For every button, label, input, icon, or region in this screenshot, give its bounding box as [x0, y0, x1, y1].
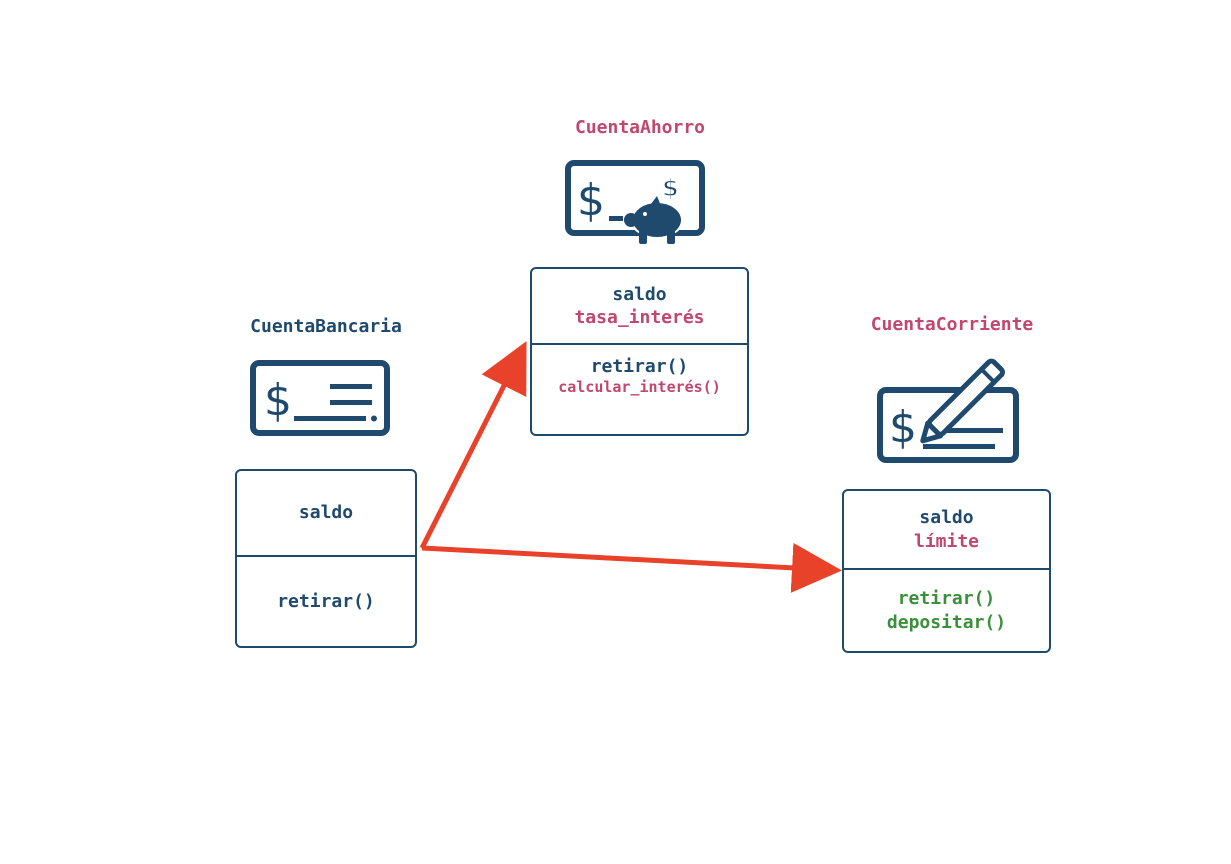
method-retirar: retirar() — [277, 590, 375, 612]
attribute-saldo: saldo — [919, 507, 974, 529]
svg-text:$: $ — [662, 174, 679, 202]
svg-text:$: $ — [889, 402, 917, 453]
svg-text:$: $ — [577, 175, 605, 226]
class-box-cuenta-corriente: saldo límite retirar() depositar() — [842, 489, 1051, 653]
attributes-section: saldo tasa_interés — [532, 269, 747, 343]
check-piggy-bank-icon: $ $ — [565, 160, 705, 244]
attributes-section: saldo límite — [844, 491, 1049, 568]
check-dollar-lines-icon: $ — [250, 360, 390, 436]
class-name-cuenta-corriente: CuentaCorriente — [870, 314, 1034, 335]
class-name-cuenta-ahorro: CuentaAhorro — [574, 117, 706, 138]
methods-section: retirar() depositar() — [844, 568, 1049, 651]
class-box-cuenta-ahorro: saldo tasa_interés retirar() calcular_in… — [530, 267, 749, 436]
attribute-limite: límite — [913, 530, 980, 552]
method-depositar: depositar() — [886, 611, 1007, 633]
arrow-bancaria-to-ahorro — [419, 341, 527, 550]
attributes-section: saldo — [237, 471, 415, 555]
method-retirar: retirar() — [590, 356, 689, 377]
method-calcular-interes: calcular_interés() — [558, 378, 721, 397]
class-box-cuenta-bancaria: saldo retirar() — [235, 469, 417, 648]
method-retirar: retirar() — [897, 588, 996, 610]
class-name-cuenta-bancaria: CuentaBancaria — [250, 316, 402, 337]
check-pen-icon: $ — [877, 358, 1019, 463]
attribute-saldo: saldo — [612, 283, 667, 305]
attribute-tasa-interes: tasa_interés — [574, 307, 705, 328]
arrow-bancaria-to-corriente — [421, 542, 842, 593]
methods-section: retirar() calcular_interés() — [532, 343, 747, 434]
svg-text:$: $ — [264, 375, 292, 426]
methods-section: retirar() — [237, 555, 415, 646]
attribute-saldo: saldo — [298, 502, 354, 524]
